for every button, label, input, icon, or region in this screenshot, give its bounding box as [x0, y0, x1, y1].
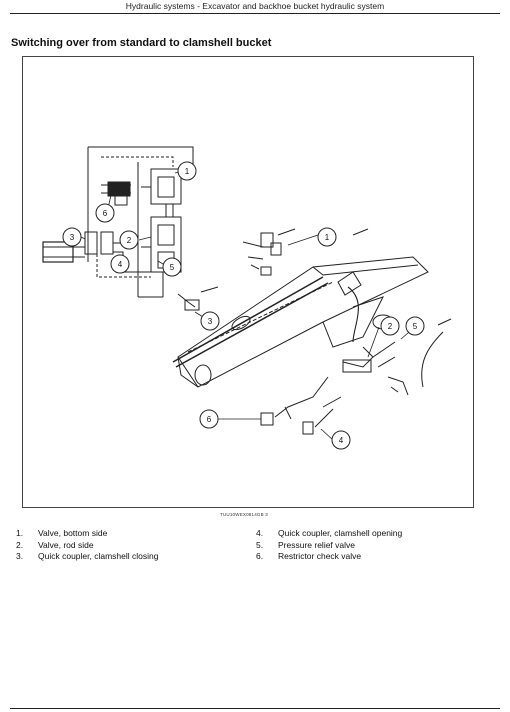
loose-parts — [177, 228, 452, 435]
callout-label: 5 — [170, 263, 175, 272]
callout-label: 4 — [118, 260, 123, 269]
callout-label: 1 — [325, 233, 330, 242]
section-title: Switching over from standard to clamshel… — [11, 37, 272, 49]
callout-5-lower: 5 — [405, 316, 425, 336]
legend-item: 6. Restrictor check valve — [256, 551, 402, 563]
legend-label: Valve, rod side — [38, 539, 94, 550]
legend-item: 3. Quick coupler, clamshell closing — [16, 551, 158, 563]
callout-label: 6 — [207, 415, 212, 424]
callout-1-upper: 1 — [177, 161, 197, 181]
figure-frame: 1 6 3 2 4 5 1 3 — [22, 56, 474, 508]
header-rule — [10, 13, 500, 14]
legend-number: 3. — [16, 551, 24, 561]
legend-number: 6. — [256, 551, 264, 561]
callout-label: 3 — [208, 317, 213, 326]
running-header: Hydraulic systems - Excavator and backho… — [125, 1, 385, 11]
legend-number: 2. — [16, 539, 24, 550]
callout-1-lower: 1 — [317, 227, 337, 247]
callout-2-lower: 2 — [380, 316, 400, 336]
leader-lines — [80, 170, 416, 441]
callout-6-lower: 6 — [199, 409, 219, 429]
legend-number: 5. — [256, 539, 264, 550]
callout-5-upper: 5 — [162, 257, 182, 277]
legend-label: Quick coupler, clamshell opening — [278, 528, 403, 538]
callout-label: 5 — [413, 322, 418, 331]
legend-item: 5. Pressure relief valve — [256, 540, 402, 552]
legend-number: 1. — [16, 528, 24, 538]
legend-label: Valve, bottom side — [38, 528, 108, 538]
callout-label: 2 — [127, 236, 132, 245]
callout-label: 4 — [339, 436, 344, 445]
callout-label: 3 — [70, 233, 75, 242]
legend-label: Quick coupler, clamshell closing — [38, 551, 159, 561]
legend-right: 4. Quick coupler, clamshell opening 5. Pre… — [256, 528, 402, 563]
legend-item: 1. Valve, bottom side — [16, 528, 158, 540]
legend-label: Restrictor check valve — [278, 551, 362, 561]
callout-2-upper: 2 — [119, 230, 139, 250]
legend-number: 4. — [256, 528, 264, 538]
callout-4-upper: 4 — [110, 254, 130, 274]
legend-left: 1. Valve, bottom side 2. Valve, rod side 3… — [16, 528, 158, 563]
callout-label: 2 — [388, 322, 393, 331]
legend-item: 4. Quick coupler, clamshell opening — [256, 528, 402, 540]
boom-illustration — [172, 256, 429, 388]
callout-6-upper: 6 — [95, 203, 115, 223]
legend-label: Pressure relief valve — [278, 539, 356, 550]
callout-label: 1 — [185, 167, 190, 176]
hydraulic-diagram: 1 6 3 2 4 5 1 3 — [42, 146, 452, 450]
callout-3-upper: 3 — [62, 227, 82, 247]
callout-3-lower: 3 — [200, 311, 220, 331]
callout-label: 6 — [103, 209, 108, 218]
callout-4-lower: 4 — [331, 430, 351, 450]
figure-code: TUU10WEX0814GB 3 — [220, 512, 268, 517]
legend-item: 2. Valve, rod side — [16, 540, 158, 552]
footer-rule — [10, 708, 500, 709]
